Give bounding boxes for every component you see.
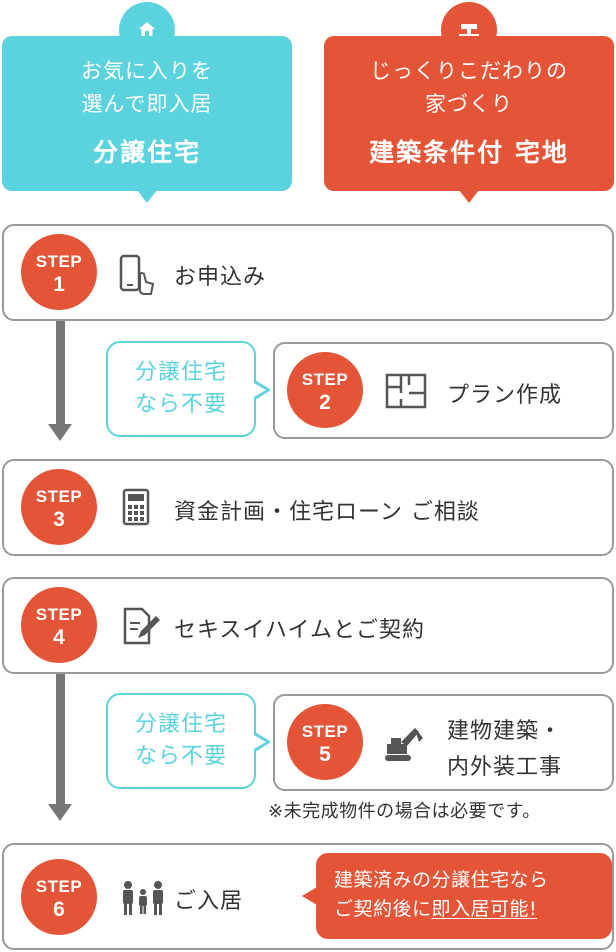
step-1-row: STEP 1 お申込み (2, 224, 614, 321)
skip-note-line1: 分譲住宅 (134, 712, 227, 737)
floor-plan-icon (385, 373, 427, 413)
movein-note-tail (302, 887, 317, 905)
calculator-icon (122, 488, 150, 530)
flow-arrow-head (48, 424, 72, 441)
step-4-row: STEP 4 セキスイハイムとご契約 (2, 577, 614, 674)
movein-note-line1: 建築済みの分譲住宅なら (334, 869, 549, 891)
flow-arrow-shaft (56, 674, 65, 804)
option-right-title: 建築条件付 宅地 (369, 138, 569, 167)
step-2-label: プラン作成 (447, 383, 563, 408)
option-right-line1: じっくりこだわりの (370, 59, 568, 83)
movein-note-line2: ご契約後に即入居可能! (334, 895, 612, 924)
step-3-row: STEP 3 資金計画・住宅ローン ご相談 (2, 459, 614, 556)
step-number: 3 (53, 508, 65, 531)
bubble-tail (459, 190, 479, 203)
option-left-line1: お気に入りを (81, 59, 213, 83)
step-2-badge: STEP 2 (287, 352, 363, 428)
family-icon (120, 879, 166, 921)
step-5-label-line1: 建物建築・ (447, 719, 563, 744)
step-number: 2 (319, 391, 331, 414)
step-number: 6 (53, 898, 65, 921)
step-word: STEP (35, 252, 83, 271)
immediate-movein-note: 建築済みの分譲住宅なら ご契約後に即入居可能! (302, 853, 612, 939)
step-word: STEP (301, 722, 349, 741)
step-4-badge: STEP 4 (21, 587, 97, 663)
option-left-line2: 選んで即入居 (81, 92, 213, 116)
step-6-badge: STEP 6 (21, 859, 97, 935)
option-right-line2: 家づくり (425, 92, 513, 116)
step-word: STEP (301, 370, 349, 389)
step-1-label: お申込み (174, 265, 267, 290)
step-6-label: ご入居 (174, 889, 244, 914)
step-1-badge: STEP 1 (21, 234, 97, 310)
unfinished-property-note: ※未完成物件の場合は必要です。 (268, 801, 541, 822)
movein-note-prefix: ご契約後に (334, 898, 432, 920)
excavator-icon (383, 722, 427, 768)
step-5-badge: STEP 5 (287, 704, 363, 780)
skip-note-bubble: 分譲住宅 なら不要 (106, 693, 256, 789)
step-4-label: セキスイハイムとご契約 (174, 618, 426, 643)
movein-note-highlight: 即入居可能! (431, 898, 538, 920)
skip-note-line2: なら不要 (134, 392, 227, 417)
flow-arrow-head (48, 804, 72, 821)
step-5-label-line2: 内外装工事 (447, 755, 563, 780)
step-3-label: 資金計画・住宅ローン ご相談 (174, 500, 480, 525)
skip-note-line1: 分譲住宅 (134, 360, 227, 385)
option-left-title: 分譲住宅 (92, 138, 201, 167)
bubble-tail (137, 190, 157, 203)
skip-note-tail-inner (254, 383, 266, 397)
step-word: STEP (35, 605, 83, 624)
skip-note-bubble: 分譲住宅 なら不要 (106, 341, 256, 437)
option-ready-built-house: お気に入りを 選んで即入居 分譲住宅 (2, 36, 292, 203)
skip-note-tail-inner (254, 735, 266, 749)
smartphone-tap-icon (118, 254, 156, 300)
option-conditional-land: じっくりこだわりの 家づくり 建築条件付 宅地 (324, 36, 614, 203)
step-3-badge: STEP 3 (21, 469, 97, 545)
flow-arrow-shaft (56, 321, 65, 424)
step-number: 5 (319, 743, 331, 766)
step-word: STEP (35, 487, 83, 506)
contract-pen-icon (122, 606, 162, 650)
step-5-row: STEP 5 建物建築・ 内外装工事 (273, 694, 614, 791)
step-word: STEP (35, 877, 83, 896)
skip-note-line2: なら不要 (134, 744, 227, 769)
step-number: 4 (53, 626, 65, 649)
step-number: 1 (53, 273, 65, 296)
step-2-row: STEP 2 プラン作成 (273, 342, 614, 439)
